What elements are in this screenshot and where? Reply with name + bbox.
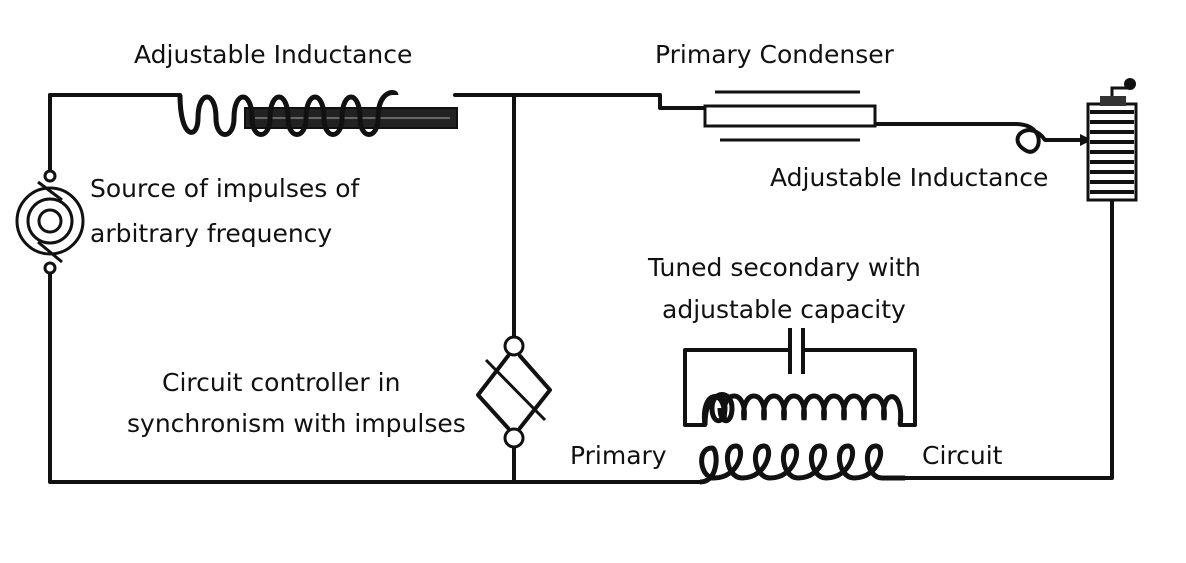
label-source-line1: Source of impulses of [90, 174, 360, 203]
flexible-lead [1013, 122, 1082, 154]
circuit-wiring [48, 93, 1114, 484]
label-adjustable-inductance-top: Adjustable Inductance [134, 40, 412, 69]
impulse-source [15, 169, 85, 275]
label-tuned-line2: adjustable capacity [662, 295, 906, 324]
primary-coil [699, 443, 905, 485]
tuned-secondary [683, 328, 917, 427]
lead-arrowhead [1080, 134, 1092, 146]
label-primary-condenser: Primary Condenser [655, 40, 895, 69]
inductance-coil-top [177, 90, 399, 137]
adjustable-inductance-top [177, 90, 458, 137]
label-tuned-line1: Tuned secondary with [647, 253, 921, 282]
label-source-line2: arbitrary frequency [90, 219, 332, 248]
label-circuit: Circuit [922, 441, 1003, 470]
label-primary: Primary [570, 441, 667, 470]
secondary-coil [701, 393, 904, 426]
label-controller-line2: synchronism with impulses [127, 409, 466, 438]
primary-condenser [703, 90, 877, 142]
adjustable-inductance-right [1086, 78, 1138, 202]
label-adjustable-inductance-right: Adjustable Inductance [770, 163, 1048, 192]
label-controller-line1: Circuit controller in [162, 368, 400, 397]
circuit-controller [476, 335, 552, 449]
